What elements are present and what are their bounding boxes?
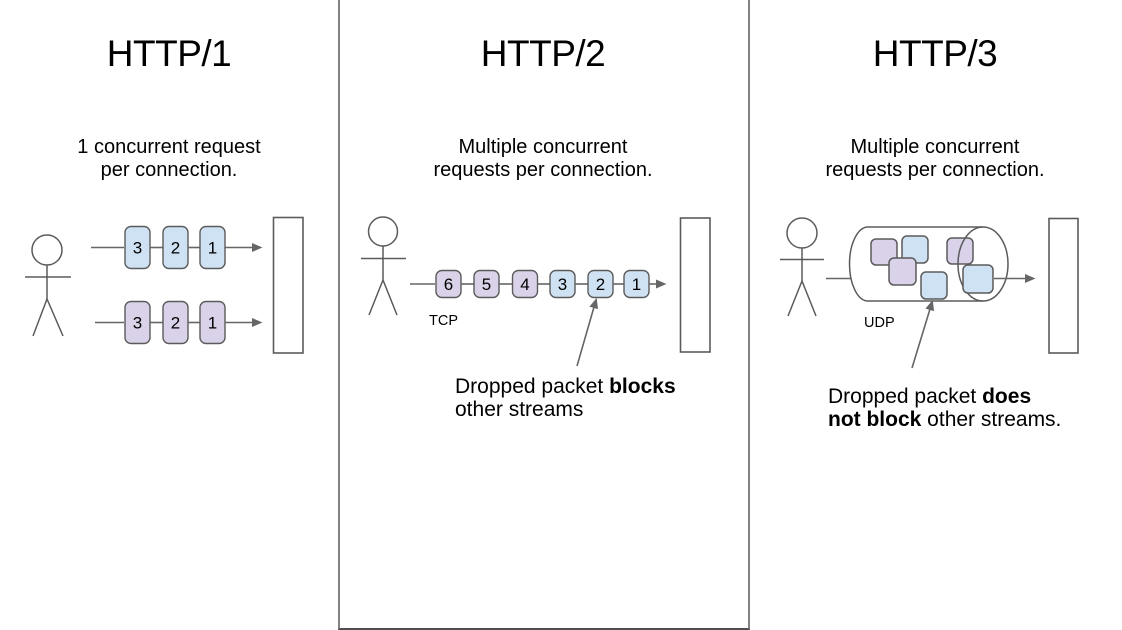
packet-label: 2 bbox=[171, 314, 180, 333]
note-text: other streams bbox=[455, 398, 584, 421]
person-leg bbox=[46, 298, 64, 337]
person-leg bbox=[32, 298, 48, 337]
dropped-packet-pointer-arrow bbox=[911, 299, 935, 369]
person-icon-http1 bbox=[25, 234, 71, 337]
packet-label: 2 bbox=[171, 239, 180, 258]
packet-label: 1 bbox=[208, 314, 217, 333]
udp-tunnel bbox=[848, 226, 1009, 302]
http3-note: Dropped packet does not block other stre… bbox=[828, 385, 1061, 431]
person-icon-http2 bbox=[361, 216, 406, 316]
subtitle-line: requests per connection. bbox=[825, 159, 1045, 181]
subtitle-line: Multiple concurrent bbox=[458, 136, 628, 158]
packet-box bbox=[962, 264, 994, 294]
person-head bbox=[786, 217, 818, 249]
server-box-http3 bbox=[1048, 217, 1079, 354]
note-text-bold: blocks bbox=[609, 375, 676, 398]
packet-box bbox=[920, 271, 948, 300]
column-title-http2: HTTP/2 bbox=[480, 33, 606, 74]
server-box-http1 bbox=[272, 216, 304, 354]
packet-label: 3 bbox=[558, 275, 567, 294]
packet-label: 1 bbox=[208, 239, 217, 258]
person-leg bbox=[382, 279, 398, 316]
person-leg bbox=[801, 280, 817, 317]
note-line: other streams bbox=[455, 398, 676, 421]
person-icon-http3 bbox=[780, 217, 824, 317]
packet-label: 3 bbox=[133, 239, 142, 258]
tunnel-body bbox=[848, 226, 983, 302]
subtitle-line: Multiple concurrent bbox=[850, 136, 1020, 158]
person-leg bbox=[368, 279, 384, 316]
note-text: other streams. bbox=[921, 408, 1062, 431]
packet-label: 6 bbox=[444, 275, 453, 294]
subtitle-line: requests per connection. bbox=[433, 159, 653, 181]
column-subtitle-http1: 1 concurrent request per connection. bbox=[0, 136, 338, 182]
protocol-label-tcp: TCP bbox=[429, 313, 458, 329]
http2-note: Dropped packet blocks other streams bbox=[455, 375, 676, 421]
http2-packet-stream: 6 5 4 3 2 1 bbox=[410, 269, 667, 299]
dropped-packet-pointer-arrow bbox=[576, 297, 599, 367]
note-text-bold: does bbox=[982, 385, 1032, 408]
column-subtitle-http3: Multiple concurrent requests per connect… bbox=[748, 136, 1122, 182]
column-subtitle-http2: Multiple concurrent requests per connect… bbox=[338, 136, 748, 182]
packet-label: 4 bbox=[520, 275, 529, 294]
note-line: Dropped packet blocks bbox=[455, 375, 676, 398]
server-box-http2 bbox=[679, 217, 711, 353]
column-title-http3: HTTP/3 bbox=[872, 33, 998, 74]
person-head bbox=[367, 216, 399, 247]
packet-label: 2 bbox=[596, 275, 605, 294]
note-text: Dropped packet bbox=[828, 385, 983, 408]
note-line: not block other streams. bbox=[828, 408, 1061, 431]
tunnel-opening bbox=[957, 226, 1009, 302]
column-divider-panel bbox=[338, 0, 750, 630]
subtitle-line: per connection. bbox=[100, 159, 238, 181]
column-title-http1: HTTP/1 bbox=[106, 33, 232, 74]
person-leg bbox=[787, 280, 803, 317]
packet-label: 5 bbox=[482, 275, 491, 294]
http1-request-row-2: 3 2 1 bbox=[95, 300, 263, 345]
packet-label: 1 bbox=[632, 275, 641, 294]
person-head bbox=[31, 234, 63, 266]
protocol-label-udp: UDP bbox=[864, 315, 895, 331]
note-text-bold: not block bbox=[828, 408, 922, 431]
note-line: Dropped packet does bbox=[828, 385, 1061, 408]
note-text: Dropped packet bbox=[455, 375, 610, 398]
http1-request-row-1: 3 2 1 bbox=[91, 225, 263, 270]
subtitle-line: 1 concurrent request bbox=[77, 136, 261, 158]
packet-box bbox=[888, 257, 917, 286]
packet-label: 3 bbox=[133, 314, 142, 333]
